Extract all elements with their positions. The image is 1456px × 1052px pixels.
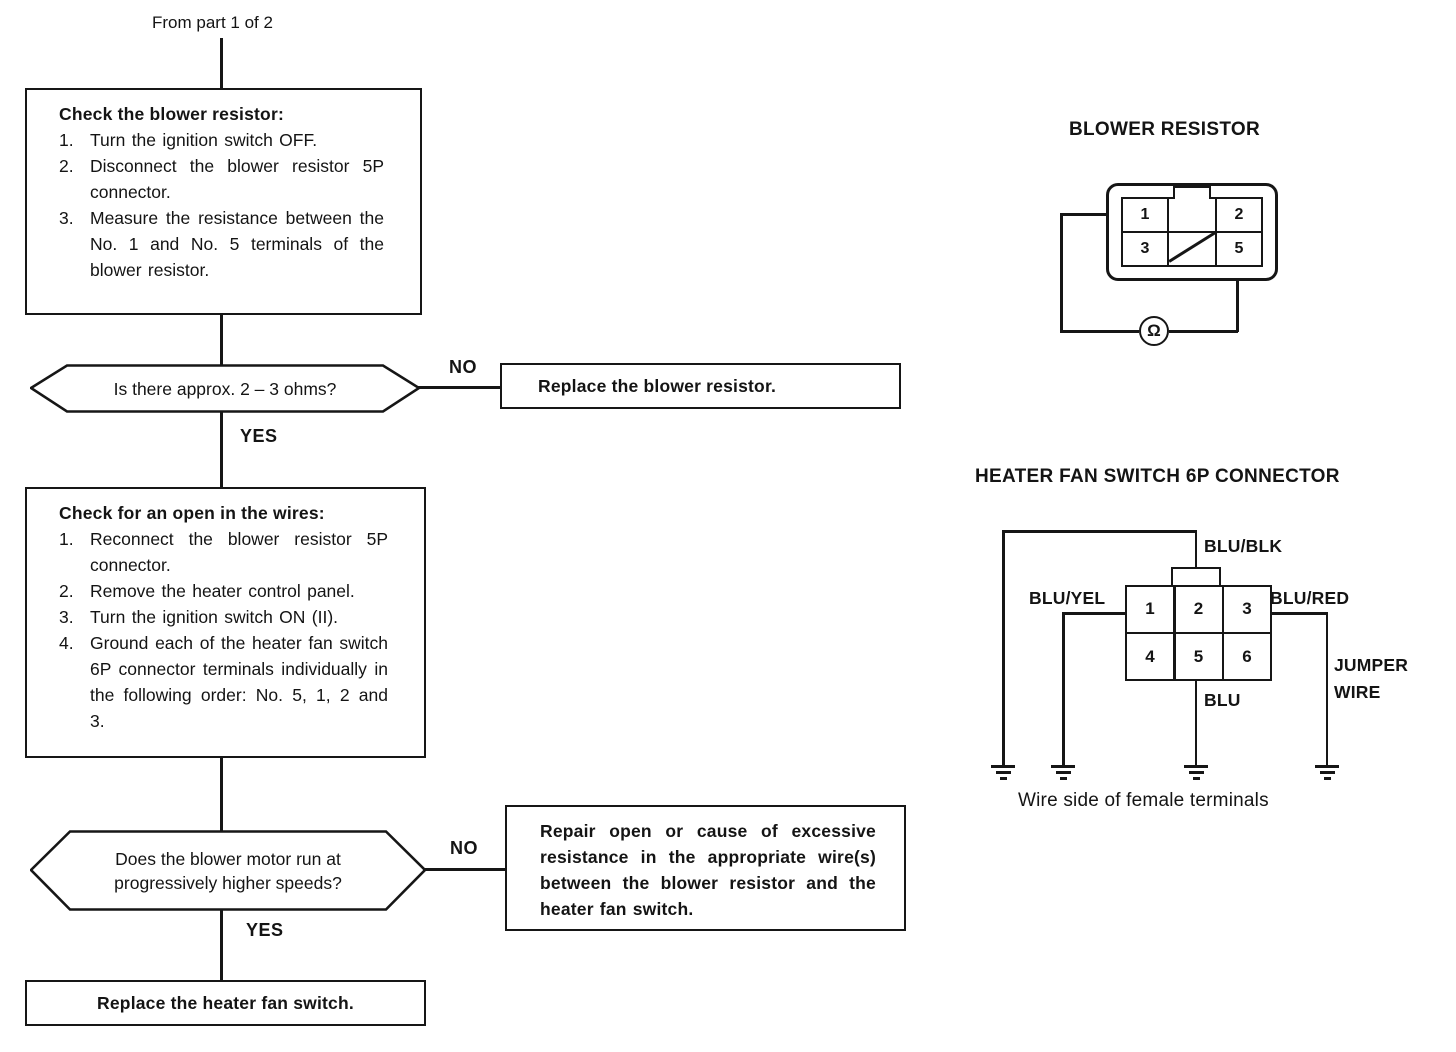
item-number: 1. <box>59 529 74 549</box>
item-number: 1. <box>59 130 74 150</box>
wire-blu-blk-segment <box>1194 530 1197 567</box>
step2-item-2: 2. Remove the heater control panel. <box>59 578 394 604</box>
wire-blu-yel-segment <box>1062 612 1065 765</box>
flow-line-1 <box>220 313 223 365</box>
fan-switch-title: HEATER FAN SWITCH 6P CONNECTOR <box>975 466 1340 487</box>
step2-item-3: 3. Turn the ignition switch ON (II). <box>59 604 394 630</box>
flow-line-3 <box>220 756 223 831</box>
switch-pin-6: 6 <box>1224 634 1270 679</box>
action-box-replace-fan-switch: Replace the heater fan switch. <box>25 980 426 1026</box>
resistor-pin-3: 3 <box>1140 240 1150 257</box>
step2-item-1: 1. Reconnect the blower resistor 5P conn… <box>59 526 394 578</box>
step1-item-2: 2. Disconnect the blower resistor 5P con… <box>59 153 390 205</box>
meter-wire-segment <box>1169 330 1238 333</box>
item-number: 3. <box>59 607 74 627</box>
switch-pin-1: 1 <box>1127 587 1173 632</box>
meter-wire-segment <box>1060 213 1106 216</box>
action-replace-resistor-text: Replace the blower resistor. <box>538 375 777 396</box>
ground-icon <box>1315 765 1339 780</box>
label-blu-blk: BLU/BLK <box>1204 536 1283 556</box>
switch-pin-4: 4 <box>1127 634 1173 679</box>
label-jumper-wire: JUMPER WIRE <box>1334 655 1409 702</box>
ground-icon <box>991 765 1015 780</box>
resistor-pin-1: 1 <box>1140 206 1150 223</box>
wire-blu-blk-segment <box>1002 530 1197 533</box>
wire-blu-red-segment <box>1325 612 1328 765</box>
missing-pin-slash-icon <box>1168 230 1218 263</box>
item-text: Turn the ignition switch OFF. <box>90 130 318 150</box>
resistor-pin-2: 2 <box>1234 206 1244 223</box>
step1-item-3: 3. Measure the resistance between the No… <box>59 205 390 283</box>
pin-grid-line <box>1123 231 1261 233</box>
step-box-check-open-wires: Check for an open in the wires: 1. Recon… <box>25 487 426 758</box>
step2-item-4: 4. Ground each of the heater fan switch … <box>59 630 394 734</box>
wire-blu-segment <box>1194 681 1197 765</box>
ohm-symbol: Ω <box>1147 321 1161 340</box>
item-number: 3. <box>59 208 74 228</box>
caption-wire-side: Wire side of female terminals <box>1018 790 1269 811</box>
label-blu: BLU <box>1204 690 1241 710</box>
yes-label-2: YES <box>246 920 284 940</box>
switch-pin-5: 5 <box>1175 634 1222 679</box>
wire-blu-red-segment <box>1272 612 1328 615</box>
step2-title: Check for an open in the wires: <box>59 503 325 523</box>
blower-resistor-pinblock: 1 2 3 5 <box>1121 186 1263 267</box>
meter-wire-segment <box>1060 213 1063 332</box>
decision-ohms-question: Is there approx. 2 – 3 ohms? <box>113 378 337 399</box>
no-label-2: NO <box>450 838 478 858</box>
wire-blu-yel-segment <box>1062 612 1125 615</box>
step1-item-1: 1. Turn the ignition switch OFF. <box>59 127 390 153</box>
ground-icon <box>1051 765 1075 780</box>
action-box-repair-open: Repair open or cause of excessive resist… <box>505 805 906 931</box>
wire-blu-blk-segment <box>1002 530 1005 765</box>
item-text: Turn the ignition switch ON (II). <box>90 607 339 627</box>
fan-switch-key-tab-icon <box>1171 567 1221 585</box>
item-text: Measure the resistance between the No. 1… <box>90 208 384 280</box>
resistor-pin-5: 5 <box>1234 240 1244 257</box>
ohmmeter-icon: Ω <box>1139 316 1169 346</box>
yes-label-1: YES <box>240 426 278 446</box>
item-text: Remove the heater control panel. <box>90 581 355 601</box>
item-number: 2. <box>59 156 74 176</box>
connector-key-tab-icon <box>1173 186 1211 199</box>
no-branch-line-2 <box>423 868 507 871</box>
blower-resistor-title: BLOWER RESISTOR <box>1069 119 1260 140</box>
no-branch-line-1 <box>418 386 502 389</box>
from-part-label: From part 1 of 2 <box>152 13 273 32</box>
item-number: 4. <box>59 633 74 653</box>
no-label-1: NO <box>449 357 477 377</box>
flow-line-2 <box>220 411 223 488</box>
ground-icon <box>1184 765 1208 780</box>
decision-blower-speed-question: Does the blower motor run at progressive… <box>114 848 342 893</box>
switch-pin-2: 2 <box>1175 587 1222 632</box>
item-text: Ground each of the heater fan switch 6P … <box>90 633 388 731</box>
flow-line-top <box>220 38 223 88</box>
item-text: Reconnect the blower resistor 5P connect… <box>90 529 388 575</box>
meter-wire-segment <box>1060 330 1139 333</box>
flow-line-4 <box>220 909 223 981</box>
step1-title: Check the blower resistor: <box>59 104 284 124</box>
item-text: Disconnect the blower resistor 5P connec… <box>90 156 384 202</box>
fan-switch-connector: 1 2 3 4 5 6 <box>1125 585 1272 681</box>
step-box-check-blower-resistor: Check the blower resistor: 1. Turn the i… <box>25 88 422 315</box>
switch-pin-3: 3 <box>1224 587 1270 632</box>
label-blu-yel: BLU/YEL <box>1029 588 1106 608</box>
label-blu-red: BLU/RED <box>1270 588 1350 608</box>
action-box-replace-resistor: Replace the blower resistor. <box>500 363 901 409</box>
item-number: 2. <box>59 581 74 601</box>
action-replace-fan-switch-text: Replace the heater fan switch. <box>97 992 354 1013</box>
meter-wire-segment <box>1236 280 1239 332</box>
